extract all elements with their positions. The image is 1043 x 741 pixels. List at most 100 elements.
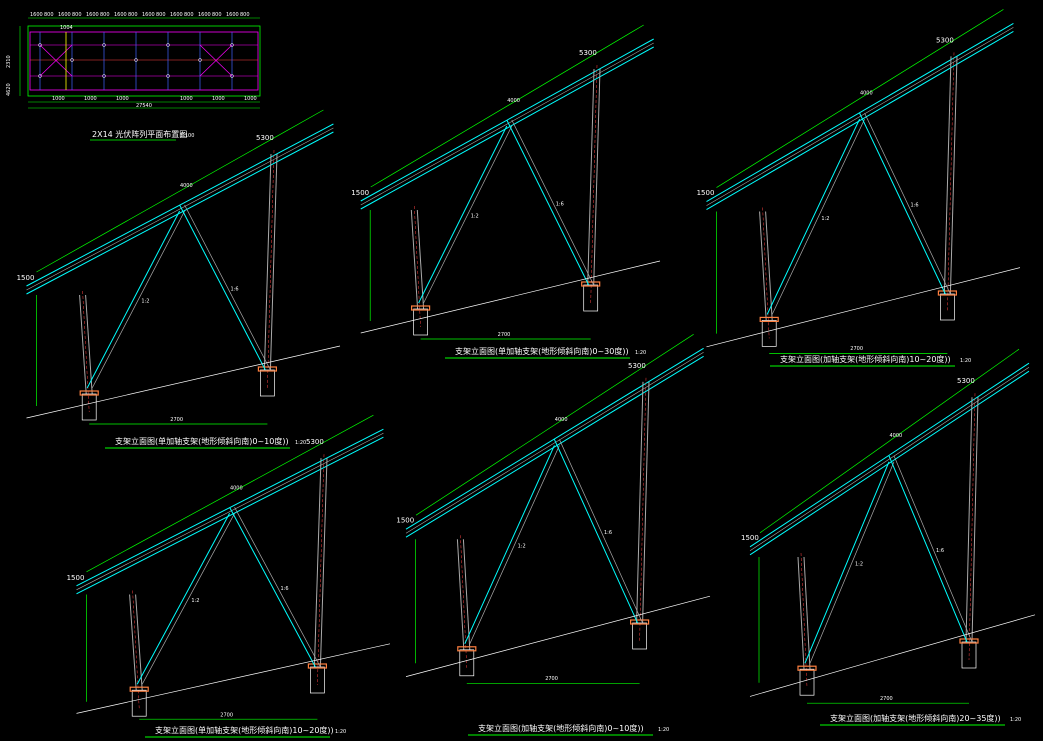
column-edge bbox=[949, 56, 958, 295]
rear-brace-label: 1:6 bbox=[911, 203, 919, 209]
rail-line bbox=[749, 362, 1030, 548]
span-label: 2700 bbox=[850, 346, 863, 352]
diagonal-brace-edge bbox=[511, 119, 595, 286]
span-label: 2700 bbox=[498, 332, 511, 338]
plan-top-dim-6: 800 bbox=[100, 12, 110, 18]
foundation bbox=[961, 641, 977, 669]
elevation-view-3: 53001500270040001:21:6支架立面图(加轴支架(地形倾斜向南)… bbox=[697, 9, 1021, 367]
diagonal-brace-edge bbox=[423, 125, 513, 304]
rear-brace-label: 1:6 bbox=[281, 586, 289, 592]
column-edge bbox=[319, 458, 328, 668]
left-mark-label: 1500 bbox=[697, 189, 715, 197]
plan-top-dim-12: 800 bbox=[184, 12, 194, 18]
diagonal-brace-edge bbox=[771, 118, 865, 315]
elevation-view-5: 53001500270040001:21:6支架立面图(加轴支架(地形倾斜向南)… bbox=[396, 334, 711, 736]
span-label: 2700 bbox=[170, 417, 183, 423]
rear-brace-label: 1:6 bbox=[936, 548, 944, 554]
plan-top-dim-5: 1600 bbox=[86, 12, 99, 18]
front-column bbox=[759, 211, 767, 321]
rail-length-label: 4000 bbox=[180, 183, 193, 189]
diagonal-brace bbox=[86, 210, 181, 389]
plan-top-dim-7: 1600 bbox=[114, 12, 127, 18]
top-mark-label: 5300 bbox=[936, 36, 954, 44]
foundation bbox=[413, 308, 428, 336]
plan-top-dim-3: 1600 bbox=[58, 12, 71, 18]
base-plate bbox=[629, 619, 650, 625]
front-brace-label: 1:2 bbox=[141, 299, 149, 305]
rear-brace-label: 1:6 bbox=[556, 202, 564, 208]
rear-column bbox=[587, 68, 595, 286]
base-plate bbox=[797, 665, 817, 671]
view-caption: 支架立面图(单加轴支架(地形倾斜向南)10~20度)) bbox=[155, 725, 334, 735]
foundation bbox=[799, 668, 815, 696]
plan-frame bbox=[27, 25, 261, 97]
column-centerline bbox=[762, 207, 770, 339]
ground-line bbox=[405, 595, 711, 677]
base-plate bbox=[411, 305, 431, 311]
plan-bracing bbox=[39, 44, 233, 77]
foundation bbox=[459, 649, 475, 677]
rail-length-label: 4000 bbox=[860, 91, 873, 97]
column-edge bbox=[269, 153, 278, 371]
top-mark-label: 5300 bbox=[628, 362, 646, 370]
view-caption: 支架立面图(加轴支架(地形倾斜向南)10~20度)) bbox=[780, 354, 951, 364]
plan-bottom-dim-3: 1000 bbox=[116, 96, 129, 102]
column-centerline bbox=[639, 377, 647, 642]
column-edge bbox=[135, 594, 143, 691]
plan-marker: 1004 bbox=[60, 25, 73, 31]
column-edge bbox=[803, 556, 811, 670]
front-column bbox=[79, 294, 87, 395]
diagonal-brace bbox=[553, 439, 639, 624]
column-centerline bbox=[947, 52, 955, 313]
left-mark-label: 1500 bbox=[396, 517, 414, 525]
rail-line bbox=[706, 30, 1014, 211]
view-caption: 支架立面图(加轴支架(地形倾斜向南)0~10度)) bbox=[478, 723, 644, 733]
foundation bbox=[310, 666, 325, 694]
plan-bottom-dim-5: 1000 bbox=[212, 96, 225, 102]
diagonal-brace-edge bbox=[559, 439, 643, 624]
plan-array-outline bbox=[29, 31, 259, 91]
base-plate bbox=[457, 646, 477, 652]
plan-left-dim-1: 2310 bbox=[6, 55, 12, 68]
plan-top-dim-8: 800 bbox=[128, 12, 138, 18]
base-plate bbox=[959, 638, 979, 644]
column-centerline bbox=[414, 205, 421, 328]
rear-column bbox=[965, 397, 973, 643]
diagonal-brace-edge bbox=[469, 445, 560, 644]
view-scale: 1:20 bbox=[658, 727, 669, 733]
rail-dimension bbox=[370, 24, 644, 188]
view-caption: 支架立面图(单加轴支架(地形倾斜向南)0~30度)) bbox=[455, 346, 629, 356]
rear-column bbox=[313, 458, 322, 668]
front-column bbox=[410, 209, 419, 310]
rear-brace-label: 1:6 bbox=[231, 287, 239, 293]
left-mark-label: 1500 bbox=[351, 189, 369, 197]
span-label: 2700 bbox=[880, 696, 893, 702]
view-caption: 支架立面图(单加轴支架(地形倾斜向南)0~10度)) bbox=[115, 436, 289, 446]
column-centerline bbox=[800, 552, 808, 688]
elevation-views: 5300 1500 2700 4000 1:2 1:6 支架立面图(单加轴支架(地形倾斜向南… bbox=[17, 9, 1036, 738]
rear-column bbox=[263, 153, 272, 371]
diagonal-brace bbox=[179, 204, 266, 371]
diagonal-brace-edge bbox=[91, 210, 185, 389]
plan-top-dim-2: 800 bbox=[44, 12, 54, 18]
plan-top-dim-4: 800 bbox=[72, 12, 82, 18]
diagonal-brace bbox=[506, 119, 590, 286]
column-centerline bbox=[82, 290, 90, 413]
base-plate bbox=[129, 686, 149, 692]
plan-top-dim-10: 800 bbox=[156, 12, 166, 18]
view-scale: 1:20 bbox=[335, 729, 346, 735]
column-edge bbox=[765, 211, 773, 321]
plan-view: 1600 800 1600 800 1600 800 1600 800 1600… bbox=[6, 12, 261, 141]
diagonal-brace bbox=[766, 118, 861, 315]
elevation-view-4: 53001500270040001:21:6支架立面图(单加轴支架(地形倾斜向南… bbox=[67, 414, 391, 738]
plan-top-dim-1: 1600 bbox=[30, 12, 43, 18]
ground-line bbox=[76, 643, 391, 714]
diagonal-brace-edge bbox=[864, 112, 951, 295]
diagonal-brace bbox=[229, 507, 316, 668]
plan-top-dim-11: 1600 bbox=[170, 12, 183, 18]
elevation-view-2: 53001500270040001:21:6支架立面图(单加轴支架(地形倾斜向南… bbox=[351, 24, 661, 359]
column-edge bbox=[416, 209, 425, 310]
diagonal-brace bbox=[804, 461, 890, 664]
front-brace-label: 1:2 bbox=[518, 544, 526, 550]
